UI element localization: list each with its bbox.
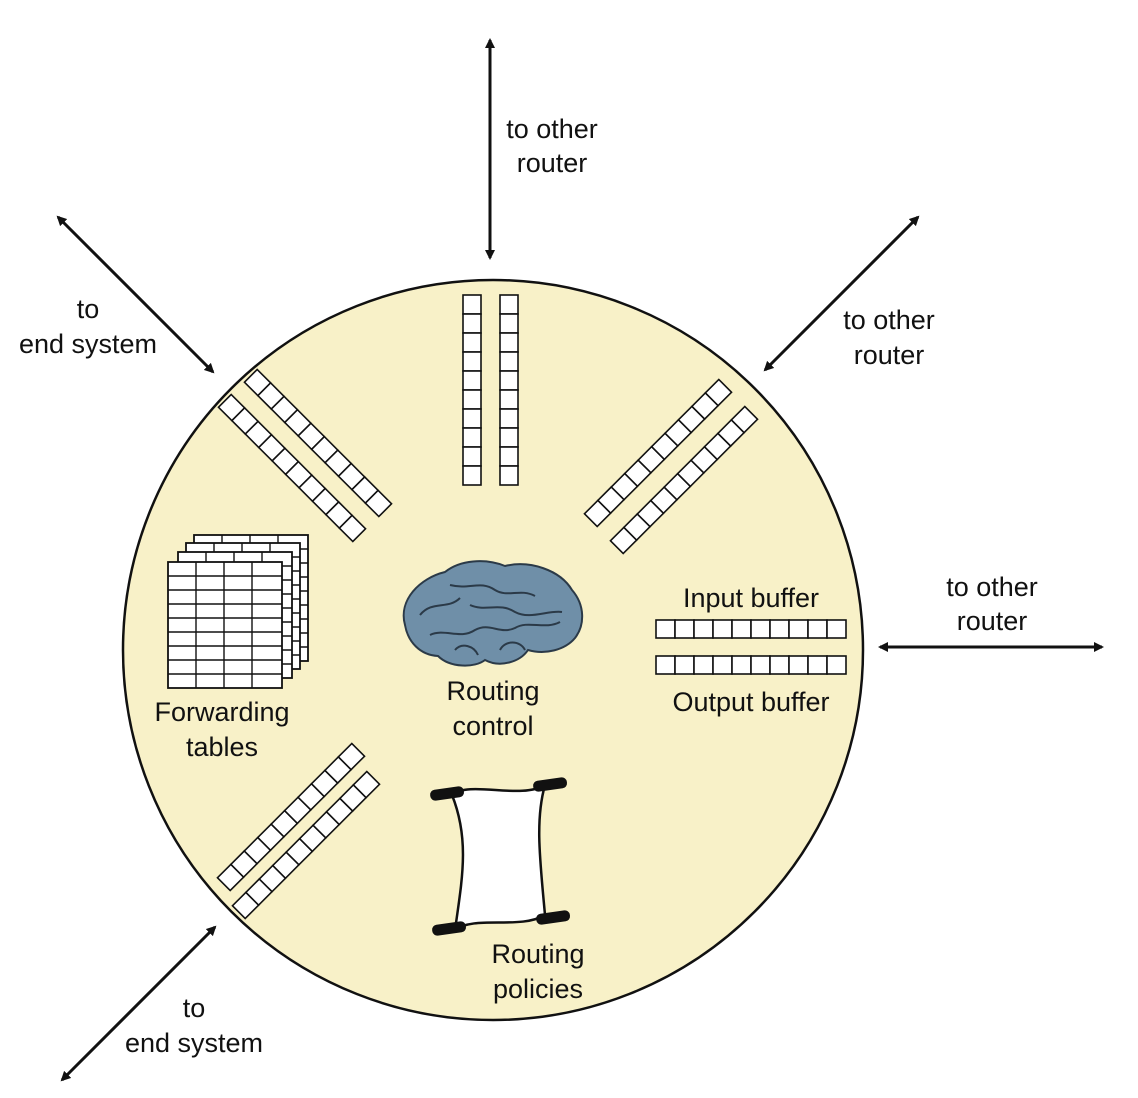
buffer-cell [499, 408, 519, 429]
buffer-cell [462, 313, 482, 334]
upper-left-input-buffer [243, 368, 393, 518]
lower-left-output-buffer [231, 770, 381, 920]
buffer-cell [693, 619, 714, 639]
brain-icon [402, 560, 584, 667]
lower-left-link-arrow [60, 925, 217, 1082]
buffer-cell [462, 389, 482, 410]
buffer-cell [499, 446, 519, 467]
table-stack-icon [167, 534, 309, 689]
buffer-cell [462, 446, 482, 467]
buffer-cell [750, 619, 771, 639]
buffer-cell [462, 465, 482, 486]
buffer-cell [499, 370, 519, 391]
buffer-cell [693, 655, 714, 675]
buffer-cell [499, 465, 519, 486]
right-router-label-2: router [957, 606, 1028, 636]
buffer-cell [499, 427, 519, 448]
buffer-cell [712, 619, 733, 639]
scroll-icon [430, 777, 571, 936]
forwarding-tables-label-1: Forwarding [154, 697, 289, 727]
buffer-cell [499, 351, 519, 372]
top-router-label-1: to other [506, 114, 598, 144]
lower-left-end-label-2: end system [125, 1028, 263, 1058]
buffer-cell [338, 514, 367, 543]
buffer-cell [807, 655, 828, 675]
routing-policies-label-2: policies [493, 974, 583, 1004]
buffer-cell [704, 378, 733, 407]
buffer-cell [499, 294, 519, 315]
upper-right-output-buffer [609, 405, 759, 555]
buffer-cell [750, 655, 771, 675]
buffer-cell [352, 770, 381, 799]
upper-left-end-label-2: end system [19, 329, 157, 359]
upper-right-router-label-2: router [854, 340, 925, 370]
routing-policies-label-1: Routing [491, 939, 584, 969]
lower-left-end-label-1: to [183, 993, 206, 1023]
buffer-cell [674, 655, 695, 675]
upper-left-end-label-1: to [77, 294, 100, 324]
upper-right-router-label-1: to other [843, 305, 935, 335]
buffer-cell [826, 655, 847, 675]
upper-left-link-arrow [56, 215, 215, 374]
routing-control-label-2: control [452, 711, 533, 741]
buffer-cell [462, 332, 482, 353]
buffer-cell [462, 294, 482, 315]
right-output-buffer [655, 655, 847, 675]
buffer-cell [499, 389, 519, 410]
buffer-cell [788, 655, 809, 675]
port-buffers [216, 294, 847, 920]
buffer-cell [769, 655, 790, 675]
buffer-cell [788, 619, 809, 639]
buffer-cell [826, 619, 847, 639]
input-buffer-label: Input buffer [683, 583, 819, 613]
buffer-cell [712, 655, 733, 675]
buffer-cell [655, 619, 676, 639]
buffer-cell [674, 619, 695, 639]
buffer-cell [337, 742, 366, 771]
top-output-buffer [499, 294, 519, 486]
buffer-cell [462, 408, 482, 429]
upper-left-output-buffer [217, 393, 367, 543]
buffer-cell [655, 655, 676, 675]
buffer-cell [364, 489, 393, 518]
top-router-label-2: router [517, 148, 588, 178]
top-input-buffer [462, 294, 482, 486]
lower-left-input-buffer [216, 742, 366, 892]
right-input-buffer [655, 619, 847, 639]
buffer-cell [730, 405, 759, 434]
buffer-cell [807, 619, 828, 639]
buffer-cell [731, 655, 752, 675]
buffer-cell [462, 351, 482, 372]
buffer-cell [499, 313, 519, 334]
forwarding-tables-label-2: tables [186, 732, 258, 762]
upper-right-link-arrow [763, 215, 920, 372]
routing-control-label-1: Routing [446, 676, 539, 706]
buffer-cell [462, 427, 482, 448]
buffer-cell [462, 370, 482, 391]
output-buffer-label: Output buffer [672, 687, 829, 717]
upper-right-input-buffer [583, 378, 733, 528]
right-router-label-1: to other [946, 572, 1038, 602]
buffer-cell [499, 332, 519, 353]
buffer-cell [769, 619, 790, 639]
buffer-cell [731, 619, 752, 639]
